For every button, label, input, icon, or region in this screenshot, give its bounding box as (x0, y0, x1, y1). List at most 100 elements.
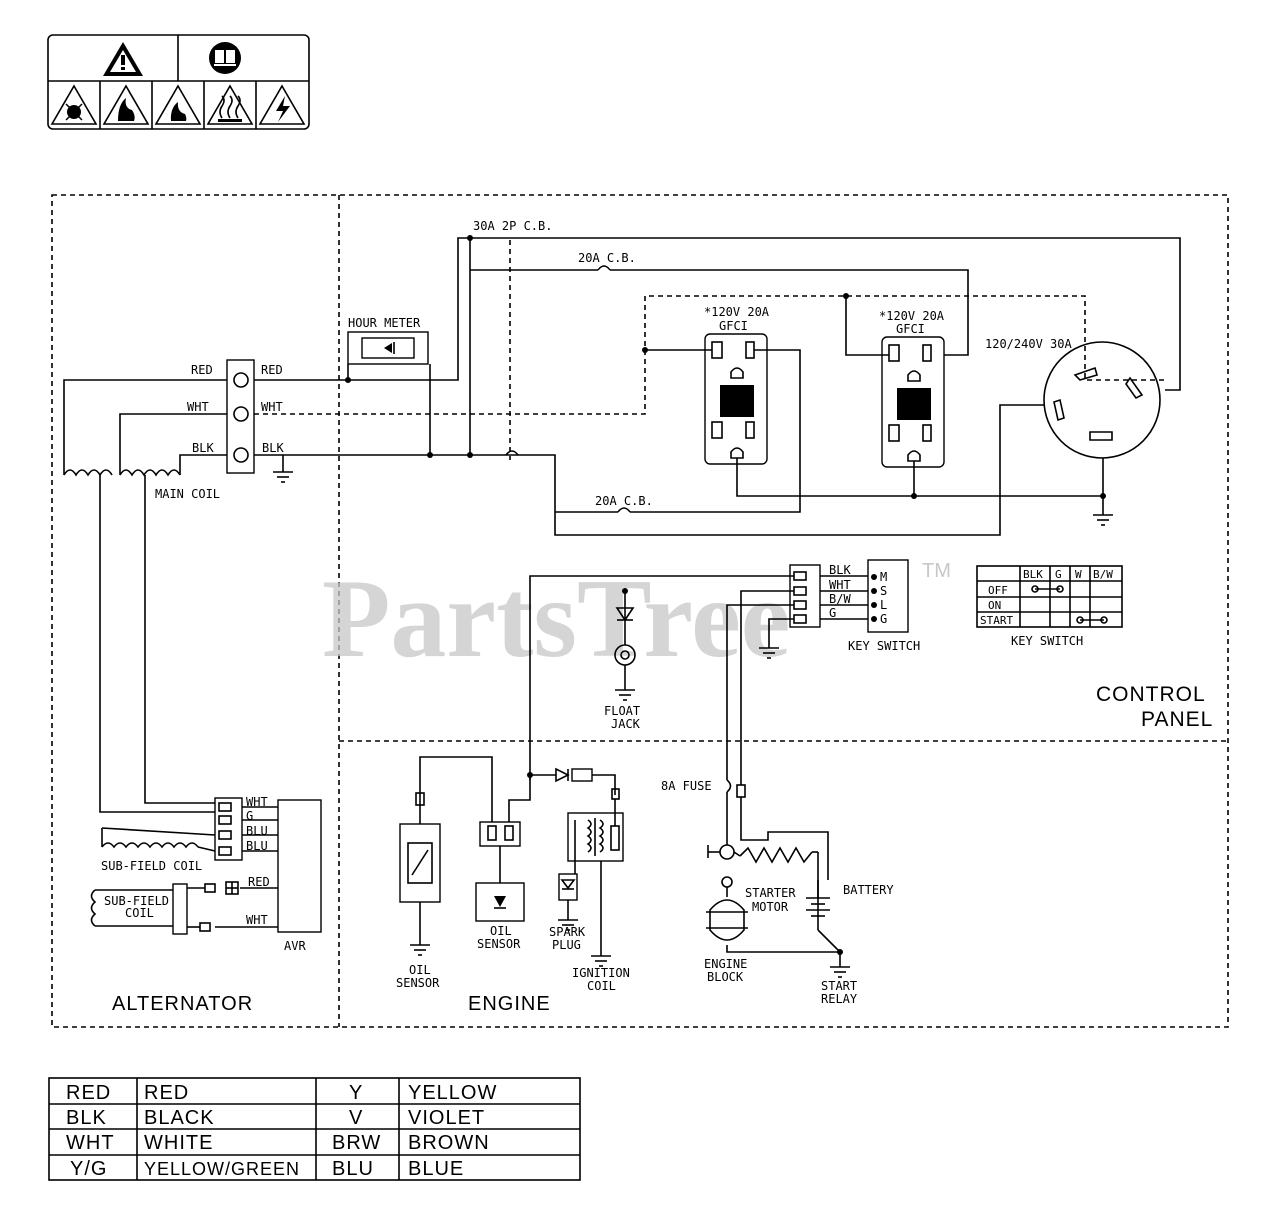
cb-30a-label: 30A 2P C.B. (473, 219, 552, 233)
legend-name: BLUE (408, 1158, 464, 1180)
electric-shock-icon (258, 84, 306, 125)
term-wht-right: WHT (261, 400, 283, 414)
start-relay-label-2: RELAY (821, 992, 858, 1006)
watermark: PartsTree (322, 557, 791, 681)
ks-l-label: L (880, 598, 887, 612)
terminal-block (226, 359, 255, 474)
gfci-outlet-2 (881, 336, 945, 468)
legend-name: YELLOW/GREEN (144, 1159, 300, 1179)
avr-g-label: G (246, 809, 253, 823)
warning-label (47, 34, 310, 130)
legend-name: BLACK (144, 1107, 215, 1129)
twist-lock-outlet (1043, 341, 1161, 459)
battery (806, 880, 830, 917)
gfci2-label: GFCI (896, 322, 925, 336)
oil-sensor2-label-2: SENSOR (477, 937, 521, 951)
sub-field-coil2-label-1: SUB-FIELD (104, 894, 169, 908)
outlet-30a-label: 120/240V 30A (985, 337, 1072, 351)
kst-row-on: ON (988, 599, 1001, 612)
gfci-outlet-1 (704, 333, 768, 465)
sub-field-coil-1 (101, 827, 216, 852)
term-wht-left: WHT (187, 400, 209, 414)
legend-code: BLU (332, 1158, 374, 1180)
starter-motor-label-2: MOTOR (752, 900, 789, 914)
oil-sensor2-label-1: OIL (490, 924, 512, 938)
avr-blu1-label: BLU (246, 824, 268, 838)
ks-bw-label: B/W (829, 592, 851, 606)
ground-symbol-terminal (273, 471, 293, 483)
section-borders (51, 194, 1229, 1028)
float-jack (614, 644, 636, 701)
cb-20a-top-label: 20A C.B. (578, 251, 636, 265)
sub-field-coil2-label-2: COIL (125, 906, 154, 920)
legend-code: RED (66, 1082, 111, 1104)
control-panel-title-2: PANEL (1141, 708, 1213, 731)
oil-sensor1-label-2: SENSOR (396, 976, 440, 990)
avr-label: AVR (284, 939, 306, 953)
spark-plug (558, 873, 578, 931)
key-switch-table-text: BLK G W B/W OFF ON START (980, 568, 1113, 627)
fuse-8a-label: 8A FUSE (661, 779, 712, 793)
legend-code: WHT (66, 1132, 115, 1154)
main-coil (63, 379, 230, 813)
term-blk-left: BLK (192, 441, 214, 455)
fire-hazard-icon (102, 84, 150, 125)
hot-surface-icon (206, 84, 254, 125)
hour-meter (347, 331, 429, 365)
ground-symbol-outlet (1093, 514, 1113, 526)
cb-20a-bottom-label: 20A C.B. (595, 494, 653, 508)
control-panel-title-1: CONTROL (1096, 683, 1206, 706)
engine-block-label-2: BLOCK (707, 970, 744, 984)
ks-blk-label: BLK (829, 563, 851, 577)
flammable-hazard-icon (154, 84, 202, 125)
alternator-title: ALTERNATOR (112, 993, 253, 1015)
watermark-tm: TM (922, 560, 951, 582)
main-coil-label: MAIN COIL (155, 487, 220, 501)
key-switch-table-label: KEY SWITCH (1011, 634, 1083, 648)
ks-g-label: G (829, 606, 836, 620)
legend-name: YELLOW (408, 1082, 497, 1104)
sub-field-coil-label: SUB-FIELD COIL (101, 859, 202, 873)
avr-wht2-label: WHT (246, 913, 268, 927)
kst-header-w: W (1075, 568, 1082, 581)
avr-red-label: RED (248, 875, 270, 889)
legend-code: V (349, 1107, 363, 1129)
warning-triangle-icon (103, 42, 143, 76)
oil-sensor-1 (399, 792, 441, 956)
term-blk-right: BLK (262, 441, 284, 455)
battery-label: BATTERY (843, 883, 894, 897)
gfci1-label: GFCI (719, 319, 748, 333)
legend-name: RED (144, 1082, 189, 1104)
ignition-coil-label-1: IGNITION (572, 966, 630, 980)
avr (214, 797, 322, 933)
ground-symbol-starter (830, 966, 850, 978)
kst-row-off: OFF (988, 584, 1008, 597)
starter-motor (706, 876, 748, 941)
ignition-coil (567, 788, 624, 967)
legend-code: BLK (66, 1107, 107, 1129)
ignition-coil-label-2: COIL (587, 979, 616, 993)
term-red-left: RED (191, 363, 213, 377)
sub-field-coil-2 (90, 881, 239, 935)
color-legend (48, 1077, 581, 1181)
key-switch-label: KEY SWITCH (848, 639, 920, 653)
gfci2-rating: *120V 20A (879, 309, 945, 323)
hour-meter-label: HOUR METER (348, 316, 421, 330)
oil-sensor-2 (475, 821, 525, 922)
avr-blu2-label: BLU (246, 839, 268, 853)
ground-symbol-keyswitch (759, 647, 779, 659)
kst-header-g: G (1055, 568, 1062, 581)
float-jack-label-1: FLOAT (604, 704, 640, 718)
legend-name: BROWN (408, 1132, 490, 1154)
ks-s-label: S (880, 584, 887, 598)
legend-name: VIOLET (408, 1107, 485, 1129)
kst-row-start: START (980, 614, 1013, 627)
legend-code: BRW (332, 1132, 381, 1154)
ks-wht-label: WHT (829, 578, 851, 592)
spark-plug-label-2: PLUG (552, 938, 581, 952)
key-switch (789, 559, 909, 633)
oil-sensor1-label-1: OIL (409, 963, 431, 977)
avr-wht-label: WHT (246, 795, 268, 809)
starter-motor-label-1: STARTER (745, 886, 796, 900)
